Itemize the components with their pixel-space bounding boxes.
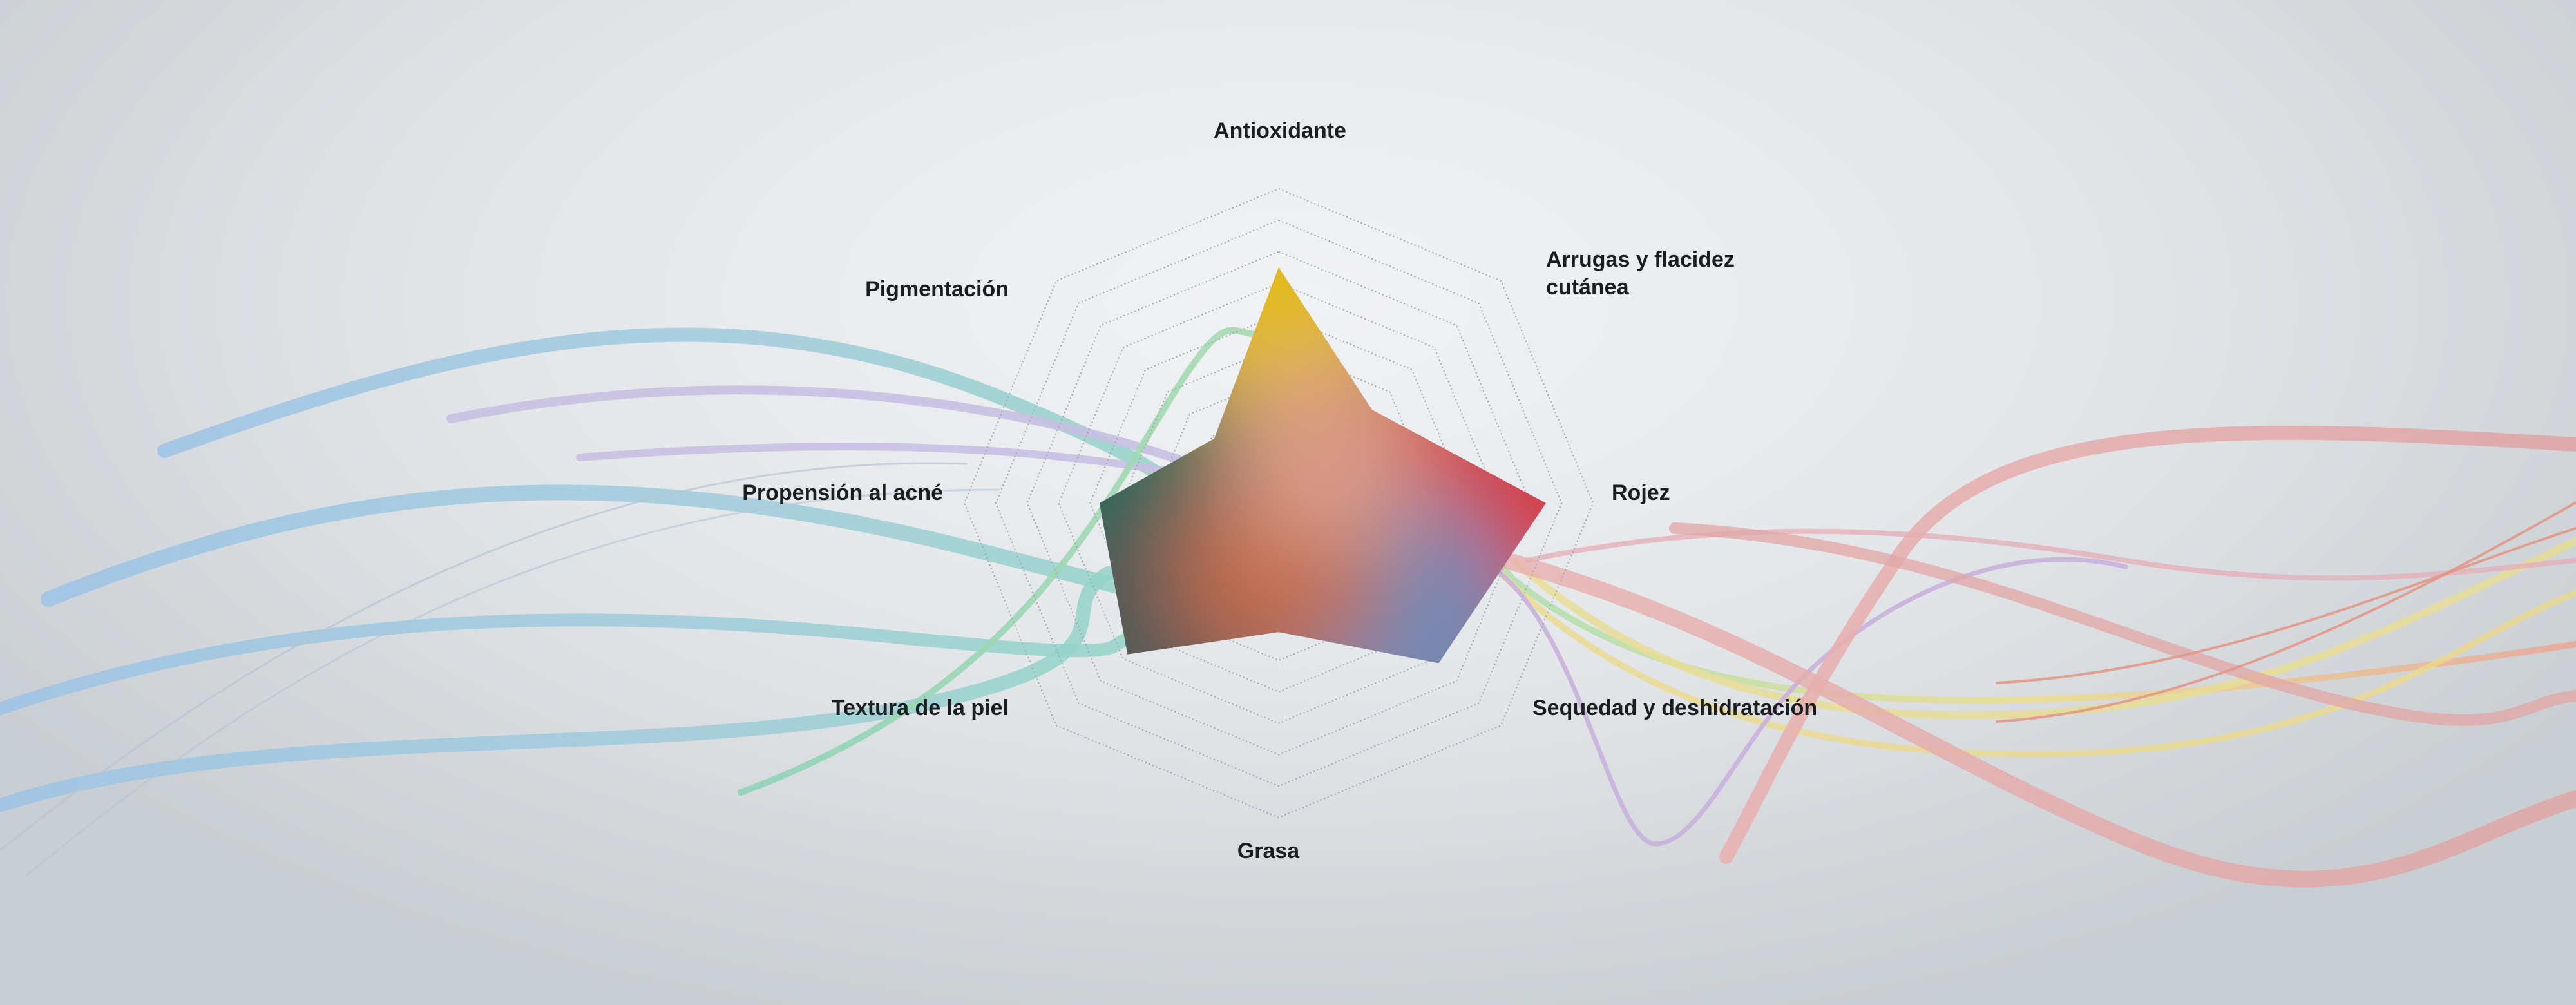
radar-point-3 [1436, 660, 1441, 665]
axis-label-sequedad: Sequedad y deshidratación [1532, 696, 1818, 720]
curve-blue-mid [41, 484, 1207, 620]
grid-ring [1058, 282, 1500, 724]
curve-thin-grey-2 [24, 488, 1000, 877]
grid-ring [1026, 251, 1531, 756]
axis-label-textura: Textura de la piel [831, 696, 1009, 720]
axis-label-propension: Propensión al acné [742, 481, 943, 505]
curve-yellow-2 [1498, 570, 2576, 758]
axis-label-arrugas-line2: cutánea [1546, 275, 1629, 300]
curve-pink-big [1719, 425, 2576, 864]
curve-red-band-2 [1669, 522, 2576, 726]
curve-red-thin-1 [1996, 501, 2576, 723]
curve-yellow-1 [1510, 537, 2576, 720]
radar-shape [1099, 267, 1546, 664]
axis-label-grasa: Grasa [1237, 839, 1300, 863]
grid-ring [995, 219, 1563, 787]
radar-point-0 [1276, 265, 1281, 270]
radar-point-6 [1097, 501, 1102, 506]
curve-blue-bottom [0, 566, 1115, 812]
radar-point-1 [1369, 407, 1375, 412]
curve-purple-2 [576, 443, 1202, 481]
curve-pink-1 [1524, 528, 2576, 581]
curve-red-band [1473, 546, 2576, 888]
radar-point-2 [1543, 501, 1549, 506]
radar-point-7 [1212, 436, 1217, 441]
axis-label-rojez: Rojez [1612, 481, 1670, 505]
curve-thin-grey-1 [0, 462, 968, 852]
curve-blue-low [0, 613, 1140, 715]
radar-point-5 [1125, 652, 1130, 657]
axis-label-pigmentacion: Pigmentación [865, 277, 1009, 302]
radar-point-4 [1276, 629, 1281, 635]
axis-label-arrugas: Arrugas y flacidez cutánea [1546, 246, 1735, 302]
decorative-curves [0, 327, 2576, 888]
axis-label-arrugas-line1: Arrugas y flacidez [1546, 247, 1735, 272]
curve-red-thin-2 [1996, 527, 2576, 684]
curve-purple-1 [446, 385, 1196, 468]
axis-label-antioxidante: Antioxidante [1214, 119, 1346, 143]
